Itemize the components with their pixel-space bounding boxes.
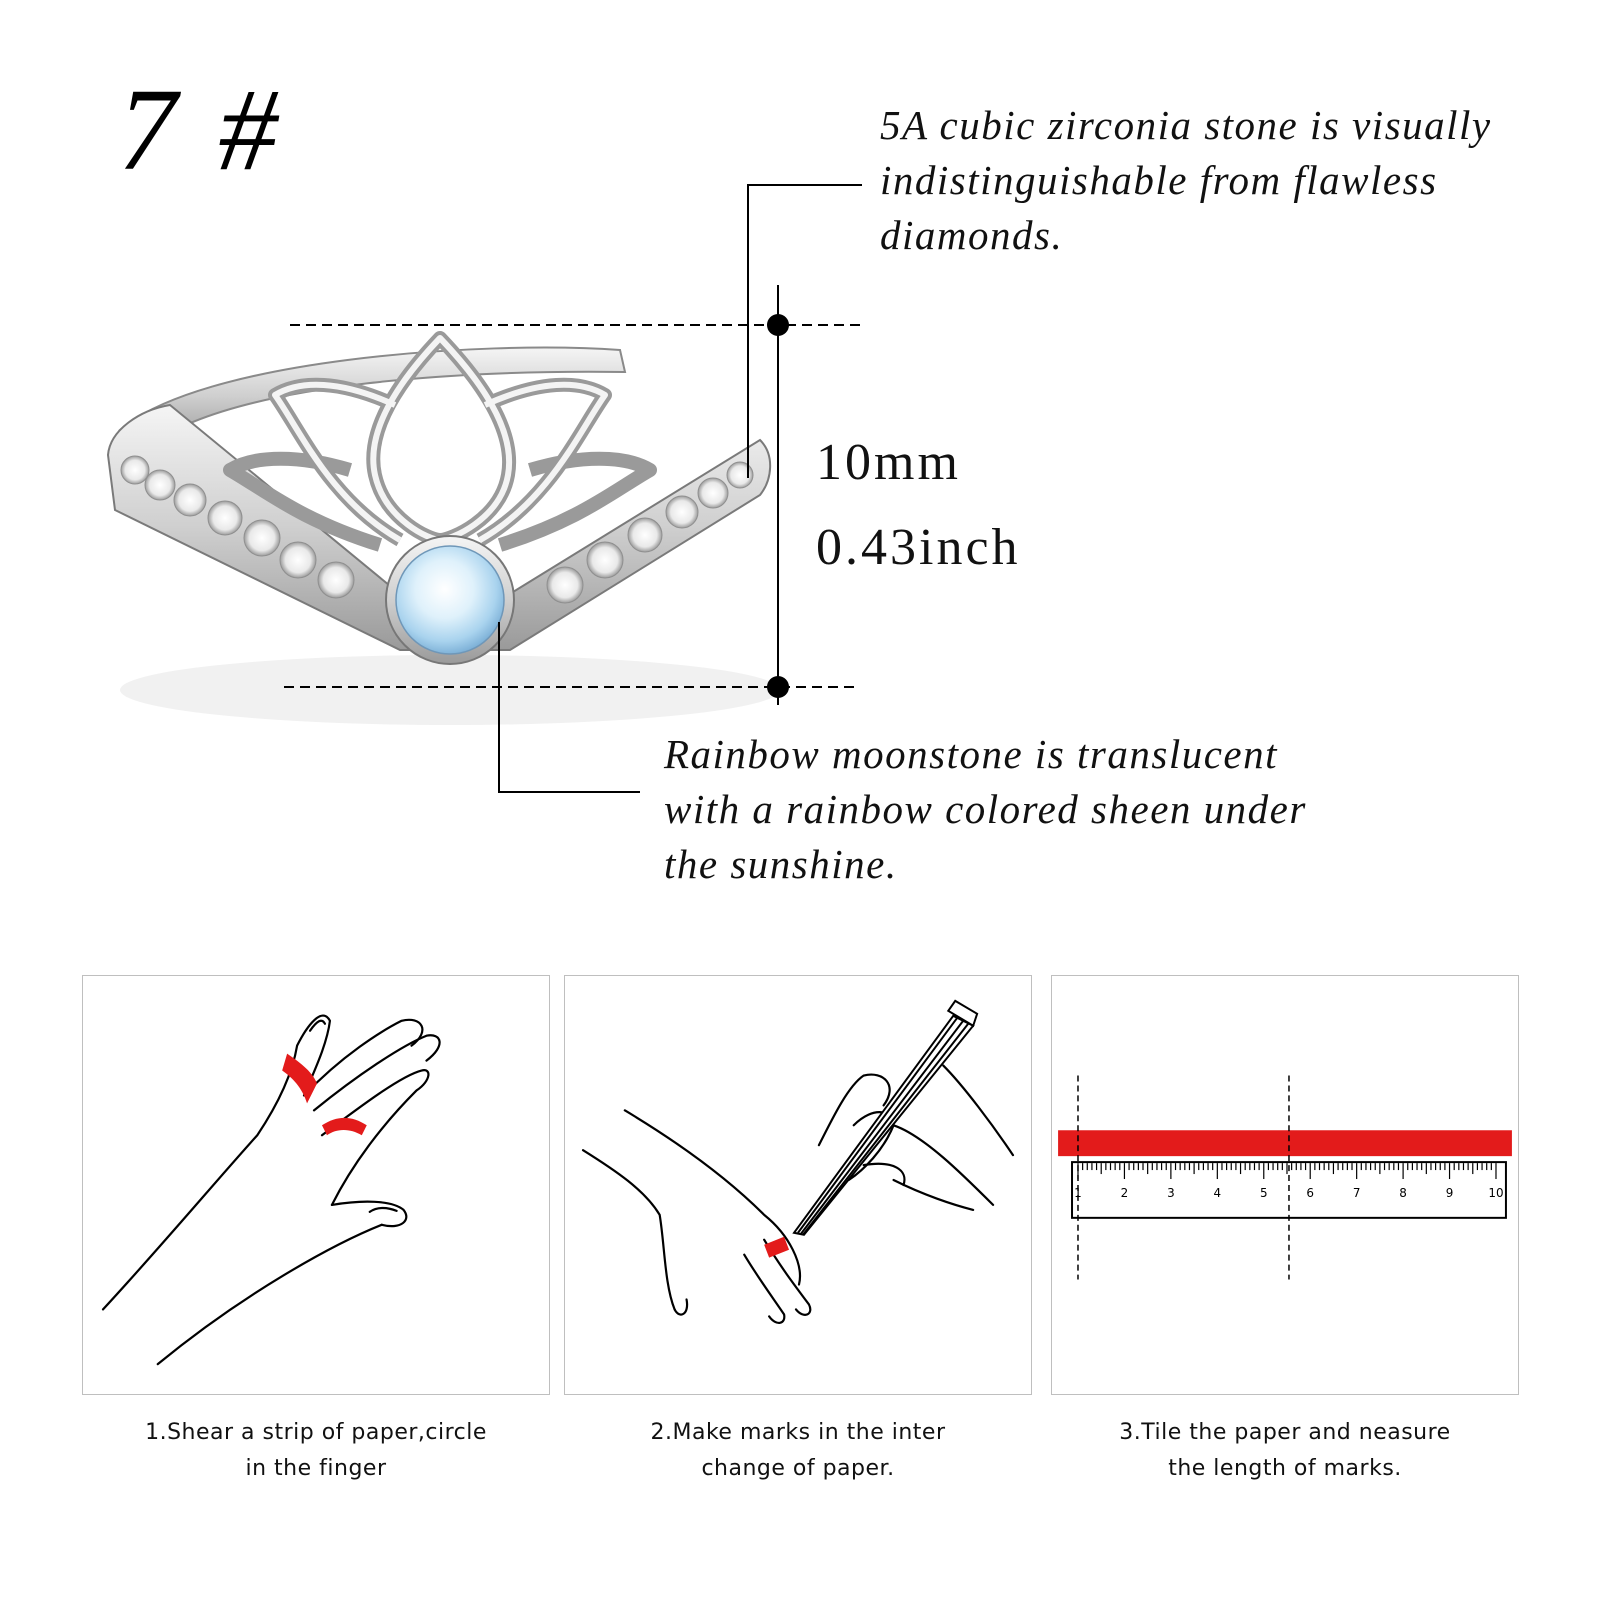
- dimension-mm: 10mm: [816, 434, 961, 491]
- moonstone-line-2: with a rainbow colored sheen under: [664, 786, 1307, 832]
- zircon-leader-line: [747, 184, 862, 478]
- step-3-line-2: the length of marks.: [1168, 1456, 1402, 1481]
- step-1-line-1: 1.Shear a strip of paper,circle: [145, 1420, 487, 1445]
- zircon-line-3: diamonds.: [880, 212, 1064, 258]
- dimension-inch: 0.43inch: [816, 519, 1021, 576]
- ruler-label: 3: [1167, 1186, 1175, 1200]
- ruler-labels: 1 2 3 4 5 6 7 8 9 10: [1074, 1186, 1503, 1200]
- moonstone-line-3: the sunshine.: [664, 841, 898, 887]
- pencil: [792, 999, 979, 1236]
- ruler-label: 9: [1446, 1186, 1454, 1200]
- dimension-top-dot: [767, 314, 789, 336]
- step-3-caption: 3.Tile the paper and neasure the length …: [1051, 1415, 1519, 1487]
- ruler-label: 7: [1353, 1186, 1361, 1200]
- moonstone-description: Rainbow moonstone is translucent with a …: [664, 727, 1384, 892]
- ruler-label: 4: [1214, 1186, 1222, 1200]
- step-2-caption: 2.Make marks in the inter change of pape…: [564, 1415, 1032, 1487]
- moonstone-leader-line: [498, 622, 640, 793]
- red-mark: [764, 1236, 790, 1258]
- step-2-panel: [564, 975, 1032, 1395]
- step-1-panel: [82, 975, 550, 1395]
- zircon-line-2: indistinguishable from flawless: [880, 157, 1438, 203]
- step-2-line-1: 2.Make marks in the inter: [650, 1420, 946, 1445]
- ruler-label: 5: [1260, 1186, 1268, 1200]
- hand-pen-illustration: [581, 999, 1015, 1324]
- hand-strip-illustration: [101, 1014, 441, 1366]
- step-2-line-2: change of paper.: [701, 1456, 895, 1481]
- ruler-label: 6: [1306, 1186, 1314, 1200]
- step-3-line-1: 3.Tile the paper and neasure: [1119, 1420, 1451, 1445]
- ruler-label: 10: [1488, 1186, 1503, 1200]
- ruler-illustration: 1 2 3 4 5 6 7 8 9 10: [1058, 1075, 1512, 1280]
- moonstone-line-1: Rainbow moonstone is translucent: [664, 731, 1279, 777]
- ruler-label: 1: [1074, 1186, 1082, 1200]
- moonstone: [395, 545, 505, 655]
- ring-shadow: [120, 655, 780, 725]
- red-strip-1: [282, 1053, 317, 1104]
- ruler-label: 8: [1399, 1186, 1407, 1200]
- red-strip-2: [321, 1117, 367, 1136]
- size-number-label: 7 #: [118, 64, 284, 195]
- step-3-panel: 1 2 3 4 5 6 7 8 9 10: [1051, 975, 1519, 1395]
- zircon-description: 5A cubic zirconia stone is visually indi…: [880, 98, 1570, 263]
- ruler-label: 2: [1121, 1186, 1129, 1200]
- zircon-line-1: 5A cubic zirconia stone is visually: [880, 102, 1492, 148]
- dimension-bottom-dot: [767, 676, 789, 698]
- ring-front-band: [106, 403, 772, 651]
- step-1-caption: 1.Shear a strip of paper,circle in the f…: [82, 1415, 550, 1487]
- step-1-line-2: in the finger: [245, 1456, 387, 1481]
- red-paper-strip: [1058, 1130, 1512, 1157]
- zircon-stones: [120, 455, 754, 604]
- ring-illustration: [106, 184, 865, 793]
- ring-back-band: [118, 346, 627, 447]
